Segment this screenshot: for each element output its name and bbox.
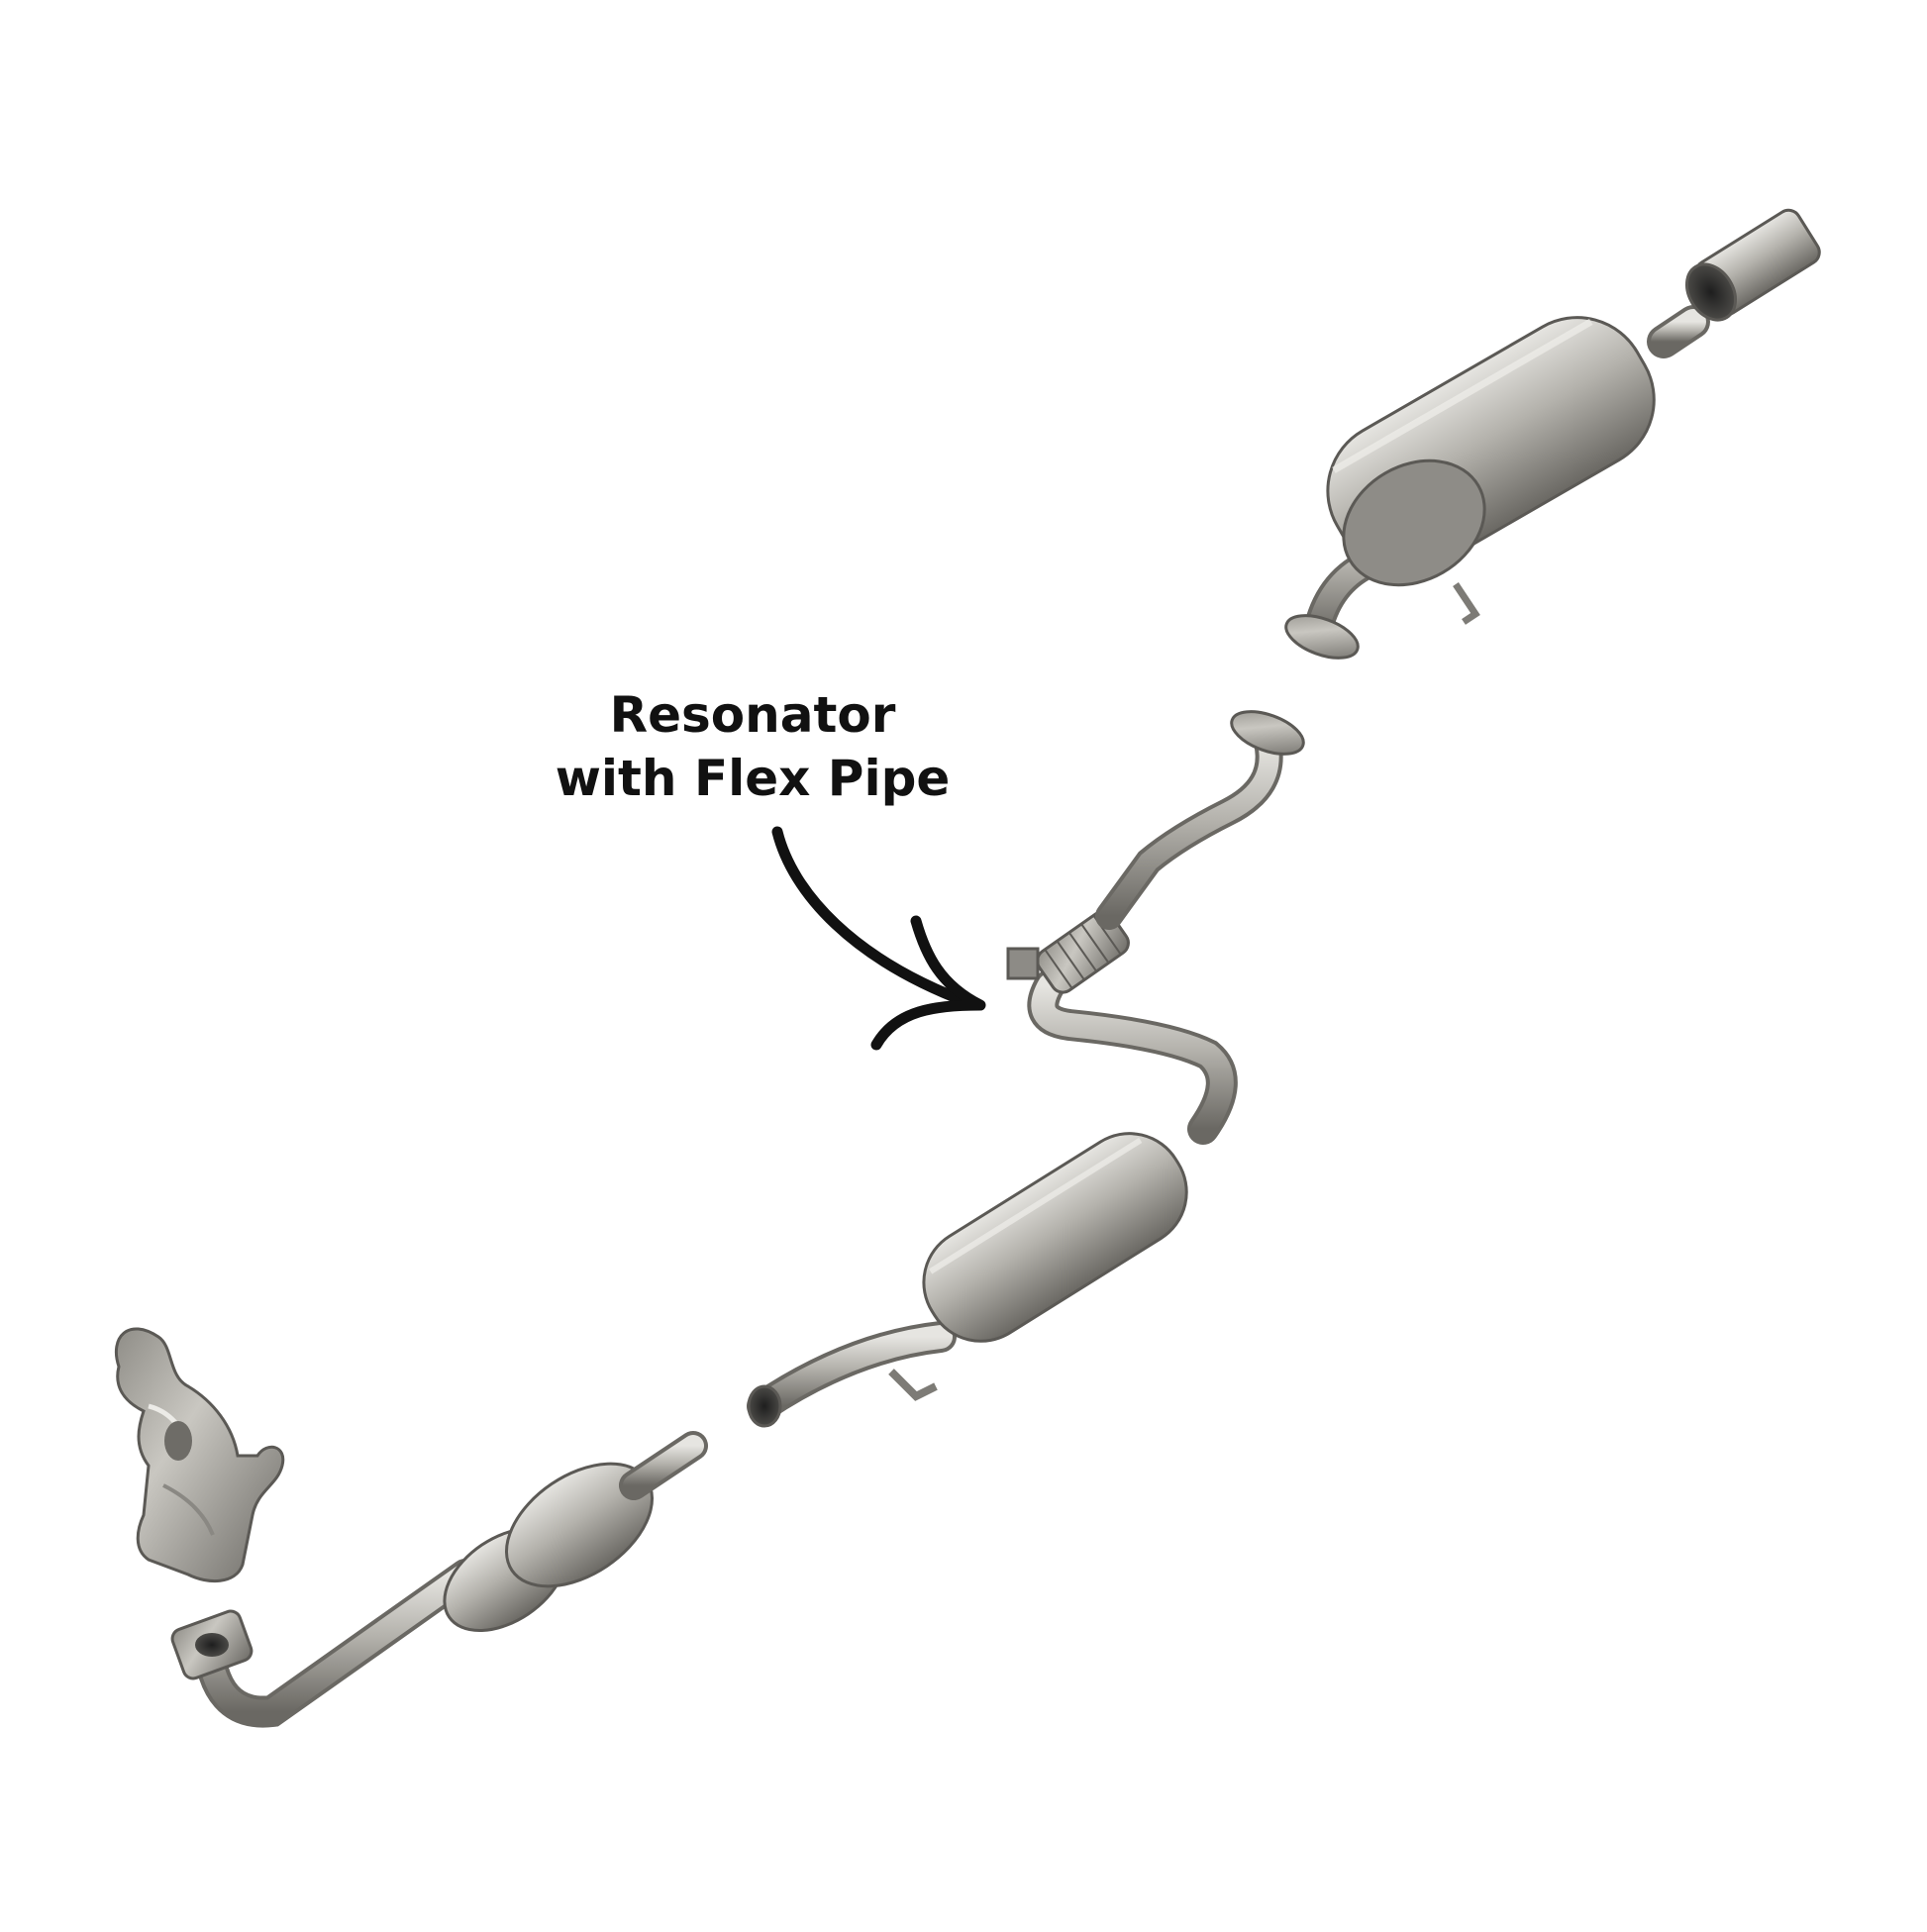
resonator-callout-label: Resonator with Flex Pipe (515, 683, 990, 810)
callout-line-2: with Flex Pipe (555, 750, 951, 807)
catalytic-converter-pipe (170, 1431, 708, 1728)
tailpipe-tip (1684, 208, 1821, 322)
resonator-with-flex-pipe (747, 710, 1305, 1428)
rear-muffler (1284, 305, 1710, 660)
callout-line-1: Resonator (609, 686, 896, 744)
exhaust-manifold (114, 1327, 285, 1583)
callout-arrow (771, 826, 986, 1051)
